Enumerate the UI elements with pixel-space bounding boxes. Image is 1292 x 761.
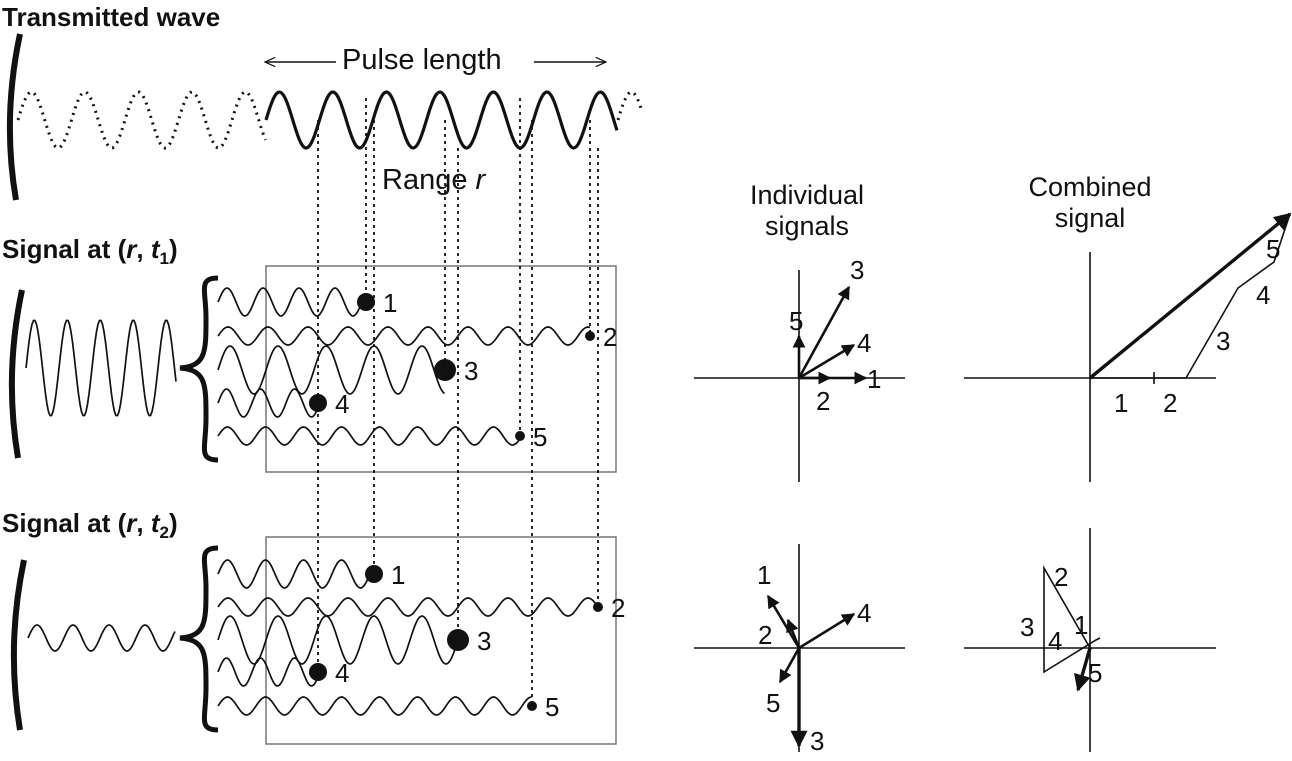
scatterer-dot-4 — [309, 663, 327, 681]
phasor-label: 2 — [1163, 388, 1177, 418]
scatterer-label-1: 1 — [383, 288, 397, 318]
phasor-label: 2 — [1054, 562, 1068, 592]
scatterer-wave-4 — [217, 657, 318, 687]
phasor-label: 4 — [1048, 626, 1062, 656]
received-wave-t2 — [27, 624, 176, 652]
phasor-sum-chain — [1043, 565, 1101, 674]
individual-phasors-t1: 5 3 4 1 2 — [694, 255, 905, 482]
scatterer-wave-3 — [217, 345, 446, 395]
individual-signals-heading: Individual signals — [749, 180, 865, 242]
scatterer-wave-3 — [217, 615, 459, 665]
brace-t2 — [179, 545, 219, 733]
phasor-label: 5 — [789, 306, 803, 336]
scatterer-label-4: 4 — [335, 658, 349, 688]
phasor-label: 5 — [766, 688, 780, 718]
scatterer-label-2: 2 — [611, 593, 625, 623]
phasor-label: 5 — [1088, 658, 1102, 688]
scatterer-wave-5 — [217, 426, 521, 446]
phasor-label: 2 — [816, 386, 830, 416]
combined-signal-heading: Combined signal — [1028, 172, 1152, 234]
scatterer-dot-2 — [593, 602, 603, 612]
brace-t1 — [179, 275, 219, 463]
phasor-2 — [786, 618, 801, 649]
scatterer-dot-5 — [527, 701, 537, 711]
range-label: Range r — [382, 164, 486, 196]
scatterer-waves-t1: 1 2 3 4 5 — [217, 287, 617, 452]
phasor-label: 3 — [1216, 326, 1230, 356]
antenna-reflector-t1 — [8, 289, 25, 459]
phasor-1 — [766, 594, 801, 649]
scatterer-wave-4 — [217, 388, 318, 418]
phasor-label: 4 — [1256, 280, 1270, 310]
resultant-phasor — [1074, 647, 1092, 692]
phasor-label: 3 — [1020, 612, 1034, 642]
phasor-label: 3 — [810, 726, 824, 756]
scatterer-label-5: 5 — [533, 422, 547, 452]
transmitted-wave-dotted-left — [16, 90, 267, 150]
signal-t1-title: Signal at (r, t1) — [2, 234, 178, 269]
phasor-label: 4 — [857, 598, 871, 628]
scatterer-wave-2 — [217, 326, 591, 346]
scatterer-label-3: 3 — [464, 356, 478, 386]
phasor-label: 1 — [1114, 388, 1128, 418]
transmitted-wave-pulse — [264, 90, 619, 150]
scatterer-dot-1 — [365, 565, 383, 583]
phasor-label: 1 — [1074, 610, 1088, 640]
scatterer-label-2: 2 — [603, 322, 617, 352]
phasor-label: 3 — [850, 255, 864, 285]
received-wave-t1 — [25, 319, 177, 417]
scatterer-label-4: 4 — [335, 389, 349, 419]
scatterer-wave-1 — [217, 287, 366, 317]
pulse-length-label: Pulse length — [342, 44, 502, 76]
combined-phasor-t1: 5 4 3 1 2 — [964, 212, 1292, 482]
scatterer-label-3: 3 — [477, 626, 491, 656]
phasor-4 — [798, 612, 856, 650]
phasor-label: 4 — [857, 328, 871, 358]
signal-t2-title: Signal at (r, t2) — [2, 508, 178, 543]
scatterer-label-1: 1 — [391, 560, 405, 590]
transmitted-wave-dotted-right — [616, 90, 644, 121]
antenna-reflector-top — [6, 33, 23, 201]
scatterer-label-5: 5 — [545, 692, 559, 722]
scatterer-wave-2 — [217, 597, 599, 617]
phasor-5 — [778, 647, 801, 684]
range-guide-lines — [317, 98, 599, 706]
resultant-phasor — [1088, 212, 1292, 380]
phasor-label: 5 — [1266, 234, 1280, 264]
phasor-4 — [798, 343, 856, 380]
individual-phasors-t2: 1 2 4 5 3 — [694, 544, 905, 756]
phasor-sum-chain — [1090, 213, 1291, 379]
combined-phasor-t2: 2 1 3 4 5 — [964, 528, 1216, 752]
phasor-label: 1 — [757, 560, 771, 590]
phasor-3 — [797, 285, 851, 379]
scatterer-waves-t2: 1 2 3 4 5 — [217, 559, 625, 722]
scatterer-dot-3 — [434, 359, 456, 381]
transmitted-wave-title: Transmitted wave — [2, 2, 221, 32]
scatterer-dot-2 — [585, 331, 595, 341]
scatterer-wave-5 — [217, 696, 532, 716]
phasor-label: 1 — [867, 364, 881, 394]
phasor-label: 2 — [758, 620, 772, 650]
antenna-reflector-t2 — [10, 559, 27, 731]
scatterer-wave-1 — [217, 559, 375, 589]
